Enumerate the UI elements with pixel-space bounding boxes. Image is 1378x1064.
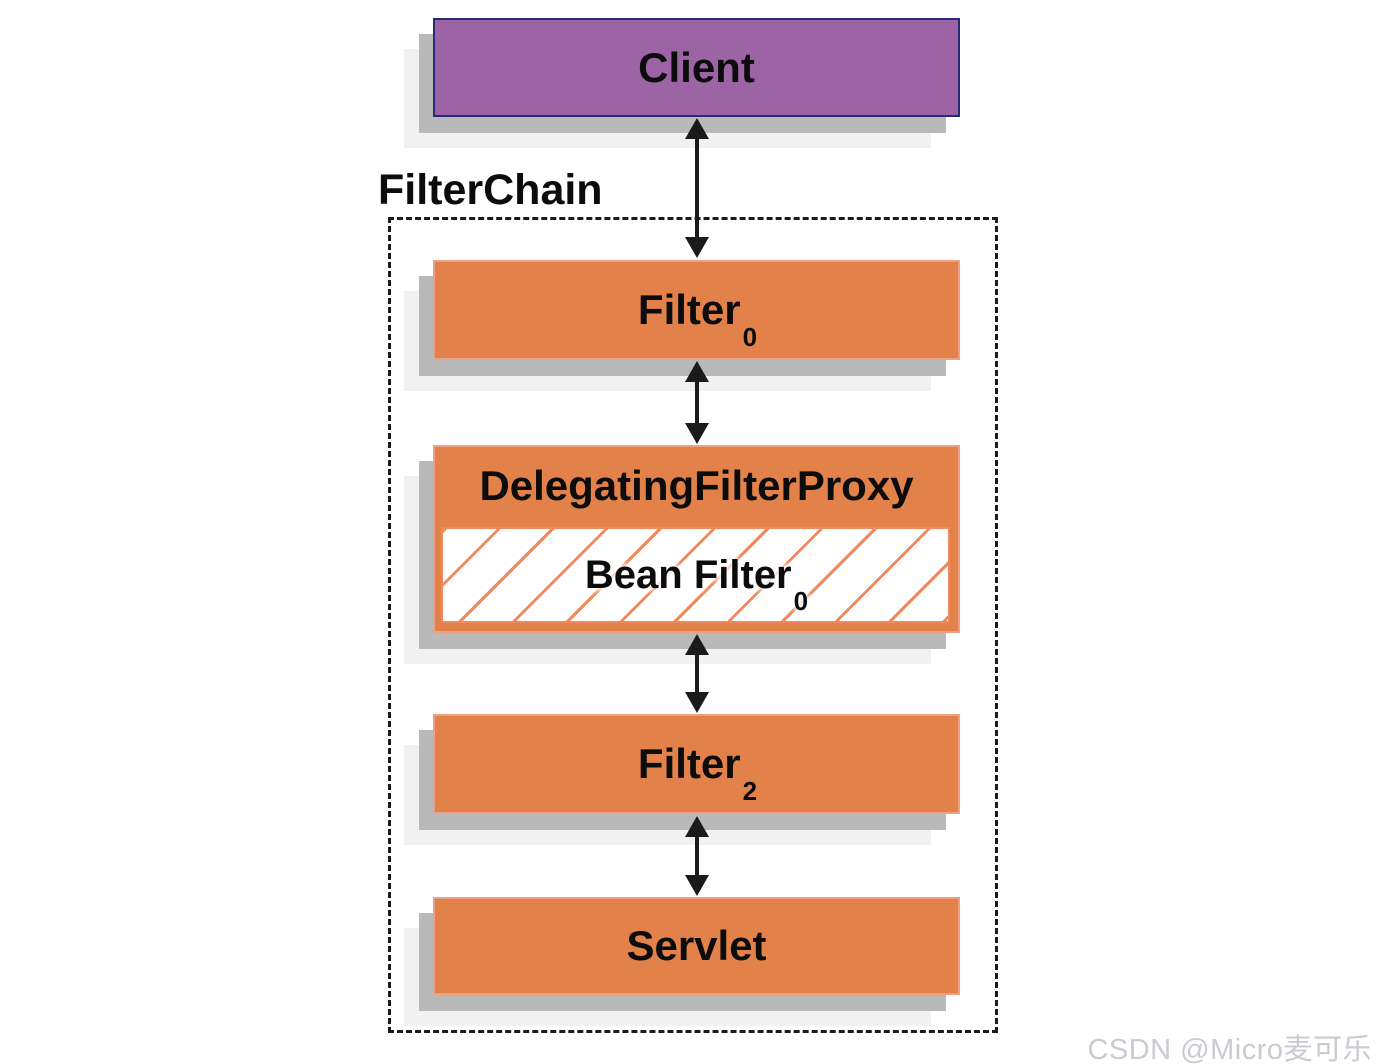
filterchain-boundary [388, 217, 998, 1033]
filterchain-title: FilterChain [378, 166, 603, 214]
arrow-client-filter0 [685, 118, 709, 258]
filter2-label: Filter2 [637, 740, 758, 807]
bean-filter-node: Bean Filter0 [441, 527, 950, 623]
client-node: Client [433, 18, 960, 117]
filter0-label: Filter0 [637, 286, 758, 353]
arrow-filter0-dfp [685, 361, 709, 444]
filter2-subscript: 2 [742, 776, 758, 807]
bean-filter-subscript: 0 [793, 585, 809, 616]
filter2-node: Filter2 [433, 714, 960, 814]
servlet-node: Servlet [433, 897, 960, 995]
arrow-filter2-servlet [685, 816, 709, 896]
delegating-filter-proxy-node: DelegatingFilterProxy Bean Filter0 [433, 445, 960, 633]
servlet-label: Servlet [626, 922, 767, 969]
filter0-subscript: 0 [742, 322, 758, 353]
bean-filter-label: Bean Filter0 [584, 552, 809, 616]
client-label: Client [638, 43, 755, 91]
filter0-node: Filter0 [433, 260, 960, 360]
watermark-text: CSDN @Micro麦可乐 [1087, 1034, 1372, 1064]
delegating-filter-proxy-label: DelegatingFilterProxy [479, 462, 914, 509]
arrow-dfp-filter2 [685, 634, 709, 713]
